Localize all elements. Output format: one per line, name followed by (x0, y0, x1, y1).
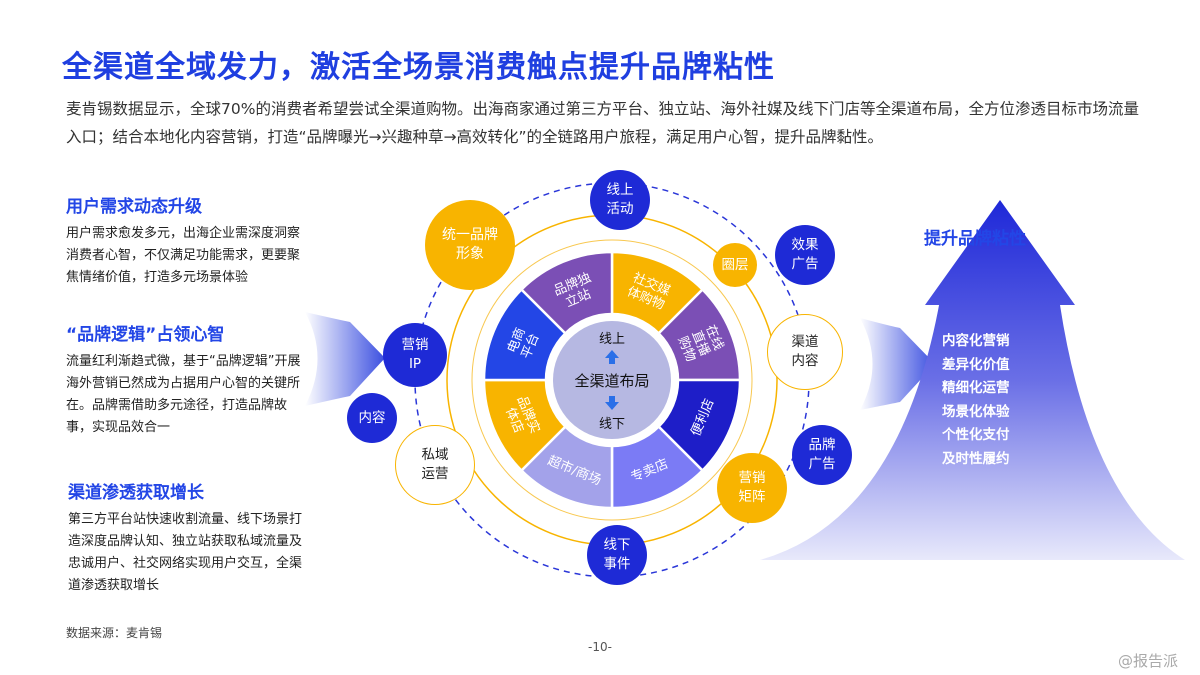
benefit-item: 及时性履约 (942, 450, 1010, 467)
bubble-online-event: 线上 活动 (590, 170, 650, 230)
section-heading: “品牌逻辑”占领心智 (66, 325, 225, 345)
bubble-marketing-ip: 营销 IP (383, 323, 447, 387)
bubble-marketing-matrix: 营销 矩阵 (717, 453, 787, 523)
wheel-segment-label: 在线直播购物 (674, 323, 726, 364)
benefit-item: 个性化支付 (942, 427, 1010, 443)
data-source: 数据来源：麦肯锡 (66, 626, 163, 640)
section-heading: 用户需求动态升级 (66, 197, 202, 217)
section-user-demand: 用户需求动态升级 用户需求愈发多元，出海企业需深度洞察消费者心智，不仅满足功能需… (66, 192, 306, 289)
intro-paragraph: 麦肯锡数据显示，全球70%的消费者希望尝试全渠道购物。出海商家通过第三方平台、独… (66, 100, 1139, 146)
up-arrow (760, 200, 1185, 560)
online-label: 线上 (599, 332, 625, 347)
bubble-circle: 圈层 (713, 243, 757, 287)
bubble-effect-ads: 效果 广告 (775, 225, 835, 285)
left-arrow (305, 312, 385, 406)
benefit-item: 精细化运营 (942, 380, 1010, 396)
bubble-brand-image: 统一品牌 形象 (425, 200, 515, 290)
section-body: 流量红利渐趋式微，基于“品牌逻辑”开展海外营销已然成为占据用户心智的关键所在。品… (66, 354, 301, 435)
right-arrow-small (860, 318, 935, 410)
section-body: 第三方平台站快速收割流量、线下场景打造深度品牌认知、独立站获取私域流量及忠诚用户… (68, 512, 303, 593)
arrow-down-icon (605, 396, 619, 410)
page-title: 全渠道全域发力，激活全场景消费触点提升品牌粘性 (62, 50, 775, 85)
bubble-private-domain: 私域 运营 (395, 425, 475, 505)
bubble-brand-ads: 品牌 广告 (792, 425, 852, 485)
center-hub (553, 321, 671, 439)
benefit-list: 内容化营销 差异化价值 精细化运营 场景化体验 个性化支付 及时性履约 (942, 330, 1010, 471)
bubble-offline-event: 线下 事件 (587, 525, 647, 585)
benefit-item: 场景化体验 (942, 403, 1010, 420)
bubble-channel-content: 渠道 内容 (767, 314, 843, 390)
section-channel-growth: 渠道渗透获取增长 第三方平台站快速收割流量、线下场景打造深度品牌认知、独立站获取… (68, 478, 308, 597)
section-heading: 渠道渗透获取增长 (68, 483, 204, 503)
offline-label: 线下 (599, 417, 625, 432)
arrow-up-icon (605, 350, 619, 364)
center-label: 全渠道布局 (574, 372, 649, 390)
bubble-content: 内容 (347, 393, 397, 443)
benefit-item: 内容化营销 (942, 333, 1010, 349)
section-body: 用户需求愈发多元，出海企业需深度洞察消费者心智，不仅满足功能需求，更要聚焦情绪价… (66, 226, 301, 285)
right-title: 提升品牌粘性 (924, 229, 1026, 249)
watermark: @报告派 (1118, 652, 1179, 670)
benefit-item: 差异化价值 (942, 356, 1010, 373)
section-brand-logic: “品牌逻辑”占领心智 流量红利渐趋式微，基于“品牌逻辑”开展海外营销已然成为占据… (66, 320, 306, 439)
page-number: -10- (588, 640, 612, 654)
